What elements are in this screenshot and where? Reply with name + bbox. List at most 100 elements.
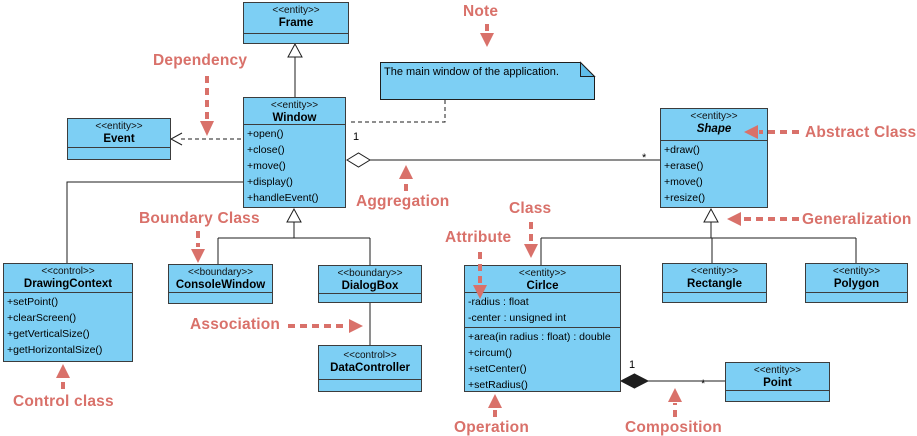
generalization-window-frame-connector — [287, 42, 303, 97]
class-header: <<control>> DataController — [319, 346, 421, 379]
multiplicity-composition-one: 1 — [629, 359, 636, 371]
class-polygon[interactable]: <<entity>> Polygon — [805, 263, 908, 303]
association-pointer-arrow — [288, 319, 363, 333]
operation: +move() — [664, 176, 703, 188]
operations-compartment: +area(in radius : float) : double +circu… — [465, 327, 620, 391]
operation: +draw() — [664, 144, 700, 156]
annotation-attribute: Attribute — [445, 229, 512, 246]
annotation-generalization: Generalization — [802, 211, 912, 228]
aggregation-window-shape-connector — [346, 152, 660, 168]
empty-compartment — [319, 293, 421, 302]
empty-compartment — [663, 292, 766, 302]
stereotype: <<boundary>> — [337, 268, 403, 279]
operation: +handleEvent() — [247, 192, 319, 204]
class-event[interactable]: <<entity>> Event — [67, 118, 171, 160]
stereotype: <<entity>> — [753, 365, 802, 376]
annotation-operation: Operation — [454, 419, 530, 436]
class-header: <<entity>> Polygon — [806, 264, 907, 292]
class-name: Point — [763, 377, 792, 389]
operations-compartment: +setPoint() +clearScreen() +getVerticalS… — [4, 292, 132, 361]
class-name: Shape — [696, 123, 732, 135]
class-header: <<entity>> Cirlce — [465, 266, 620, 292]
operations-compartment: +open() +close() +move() +display() +han… — [244, 124, 345, 207]
operations-compartment: +draw() +erase() +move() +resize() — [661, 140, 767, 207]
stereotype: <<entity>> — [832, 266, 881, 277]
class-header: <<entity>> Point — [726, 363, 829, 390]
class-shape[interactable]: <<entity>> Shape +draw() +erase() +move(… — [660, 108, 768, 208]
dependency-window-event-connector — [169, 132, 243, 146]
class-pointer-arrow — [524, 222, 538, 258]
class-consolewindow[interactable]: <<boundary>> ConsoleWindow — [168, 264, 273, 304]
note[interactable]: The main window of the application. — [380, 62, 595, 100]
annotation-dependency: Dependency — [153, 52, 248, 69]
class-header: <<boundary>> ConsoleWindow — [169, 265, 272, 292]
empty-compartment — [68, 147, 170, 159]
class-header: <<entity>> Window — [244, 98, 345, 124]
class-header: <<entity>> Event — [68, 119, 170, 147]
annotation-aggregation: Aggregation — [356, 193, 450, 210]
operation: +getVerticalSize() — [7, 328, 90, 340]
attribute: -center : unsigned int — [468, 312, 567, 324]
annotation-boundary-class: Boundary Class — [139, 210, 260, 227]
aggregation-pointer-arrow — [399, 165, 413, 191]
annotation-association: Association — [190, 316, 281, 333]
class-name: Frame — [278, 17, 314, 29]
stereotype: <<control>> — [41, 266, 95, 277]
empty-compartment — [726, 390, 829, 401]
operation: +getHorizontalSize() — [7, 344, 103, 356]
empty-compartment — [244, 33, 348, 43]
stereotype: <<entity>> — [270, 100, 319, 111]
class-dialogbox[interactable]: <<boundary>> DialogBox — [318, 265, 422, 303]
operation: +clearScreen() — [7, 312, 77, 324]
operation: +open() — [247, 128, 284, 140]
operation-pointer-arrow — [488, 394, 502, 417]
operation: +circum() — [468, 347, 513, 359]
operation: +display() — [247, 176, 293, 188]
note-pointer-arrow — [480, 24, 494, 47]
boundary-class-pointer-arrow — [191, 231, 205, 263]
note-text: The main window of the application. — [384, 66, 559, 78]
composition-pointer-arrow — [668, 388, 682, 417]
class-point[interactable]: <<entity>> Point — [725, 362, 830, 402]
class-rectangle[interactable]: <<entity>> Rectangle — [662, 263, 767, 303]
operation: +setRadius() — [468, 379, 528, 391]
class-header: <<entity>> Shape — [661, 109, 767, 140]
class-circle[interactable]: <<entity>> Cirlce -radius : float -cente… — [464, 265, 621, 392]
annotation-abstract-class: Abstract Class — [805, 124, 917, 141]
class-window[interactable]: <<entity>> Window +open() +close() +move… — [243, 97, 346, 208]
class-drawingcontext[interactable]: <<control>> DrawingContext +setPoint() +… — [3, 263, 133, 362]
multiplicity-aggregation-one: 1 — [353, 131, 360, 143]
empty-compartment — [319, 379, 421, 391]
stereotype: <<boundary>> — [187, 267, 254, 278]
class-datacontroller[interactable]: <<control>> DataController — [318, 345, 422, 392]
class-header: <<boundary>> DialogBox — [319, 266, 421, 293]
class-name: Window — [272, 112, 317, 124]
class-name: ConsoleWindow — [175, 279, 266, 291]
stereotype: <<control>> — [343, 350, 397, 361]
stereotype: <<entity>> — [272, 5, 320, 16]
control-class-pointer-arrow — [56, 364, 70, 389]
stereotype: <<entity>> — [690, 111, 738, 122]
annotation-class: Class — [509, 200, 552, 217]
class-header: <<entity>> Rectangle — [663, 264, 766, 292]
class-header: <<control>> DrawingContext — [4, 264, 132, 292]
empty-compartment — [169, 292, 272, 303]
stereotype: <<entity>> — [518, 268, 567, 279]
class-name: Event — [103, 133, 135, 145]
class-name: DataController — [330, 362, 410, 374]
operation: +erase() — [664, 160, 704, 172]
note-anchor-connector — [348, 100, 446, 123]
operation: +close() — [247, 144, 285, 156]
class-name: Cirlce — [526, 280, 559, 292]
class-name: Polygon — [833, 278, 880, 290]
multiplicity-aggregation-many: * — [642, 152, 647, 164]
annotation-control-class: Control class — [13, 393, 114, 410]
annotation-composition: Composition — [625, 419, 722, 436]
generalization-pointer-arrow — [727, 212, 799, 226]
attributes-compartment: -radius : float -center : unsigned int — [465, 292, 620, 327]
class-frame[interactable]: <<entity>> Frame — [243, 2, 349, 44]
class-name: DrawingContext — [23, 278, 113, 290]
stereotype: <<entity>> — [95, 121, 143, 132]
class-header: <<entity>> Frame — [244, 3, 348, 33]
